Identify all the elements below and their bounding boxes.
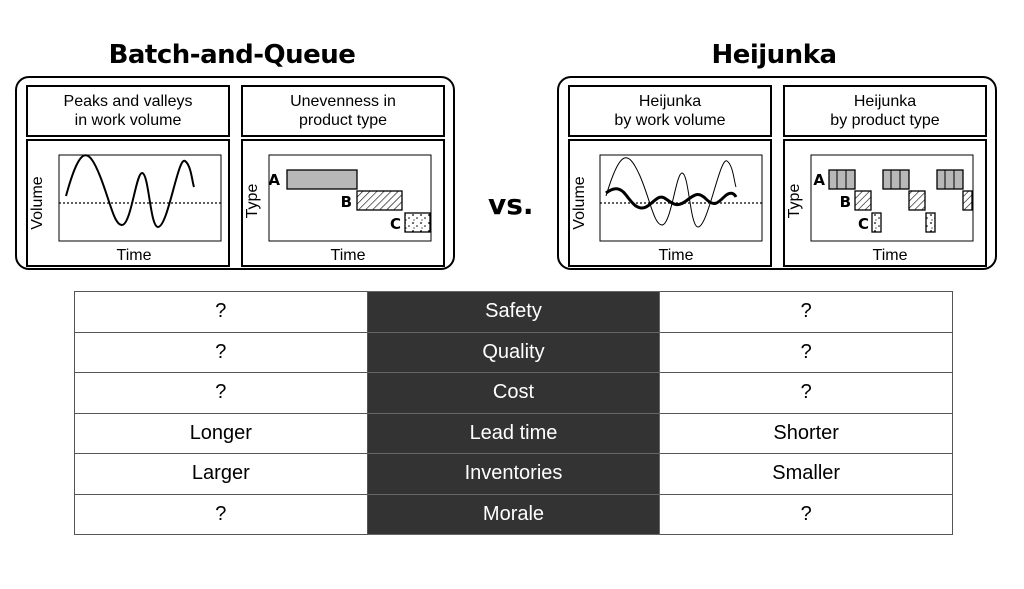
left-value: ? — [74, 493, 368, 535]
heijunka-title: Heijunka — [711, 40, 837, 70]
hj-volume-ylabel: Volume — [571, 176, 588, 229]
bq-volume-ylabel: Volume — [29, 176, 46, 229]
batch-and-queue-title: Batch-and-Queue — [108, 40, 356, 70]
bq-label-a: A — [268, 171, 280, 189]
right-value: ? — [659, 291, 953, 333]
hj-volume-xlabel: Time — [659, 247, 694, 264]
hj-bars-a — [828, 169, 964, 190]
table-row: Larger Inventories Smaller — [74, 453, 953, 495]
hj-volume-plot: Volume Time — [568, 139, 772, 267]
table-row: ? Morale ? — [74, 493, 953, 535]
bq-type-header: Unevenness in product type — [241, 85, 445, 137]
hj-type-xlabel: Time — [873, 247, 908, 264]
bq-volume-plot: Volume Time — [26, 139, 230, 267]
right-value: Smaller — [659, 453, 953, 495]
comparison-table: ? Safety ? ? Quality ? ? Cost ? Longer L… — [74, 291, 953, 535]
right-value: ? — [659, 493, 953, 535]
metric-label: Inventories — [366, 453, 661, 495]
hj-label-b: B — [840, 193, 851, 211]
left-value: ? — [74, 291, 368, 333]
hj-label-a: A — [813, 171, 825, 189]
metric-label: Cost — [366, 372, 661, 414]
left-value: Larger — [74, 453, 368, 495]
bq-volume-xlabel: Time — [117, 247, 152, 264]
metric-label: Lead time — [366, 412, 661, 454]
hj-type-header: Heijunka by product type — [783, 85, 987, 137]
bq-bar-a — [286, 169, 358, 190]
bq-bar-b — [356, 190, 403, 211]
vs-label: vs. — [488, 188, 534, 221]
bq-volume-header: Peaks and valleys in work volume — [26, 85, 230, 137]
table-row: ? Safety ? — [74, 291, 953, 333]
hj-bars-c — [871, 212, 936, 233]
right-value: Shorter — [659, 412, 953, 454]
metric-label: Safety — [366, 291, 661, 333]
left-value: ? — [74, 331, 368, 373]
table-row: Longer Lead time Shorter — [74, 412, 953, 454]
metric-label: Morale — [366, 493, 661, 535]
metric-label: Quality — [366, 331, 661, 373]
hj-volume-header: Heijunka by work volume — [568, 85, 772, 137]
bq-label-c: C — [390, 215, 401, 233]
hj-type-plot: A B C Type Time — [783, 139, 987, 267]
table-row: ? Quality ? — [74, 331, 953, 373]
heijunka-panel — [557, 76, 997, 270]
hj-label-c: C — [858, 215, 869, 233]
bq-bar-c — [404, 212, 431, 233]
left-value: ? — [74, 372, 368, 414]
hj-bars-b — [854, 190, 973, 211]
bq-type-xlabel: Time — [331, 247, 366, 264]
bq-label-b: B — [341, 193, 352, 211]
right-value: ? — [659, 331, 953, 373]
right-value: ? — [659, 372, 953, 414]
bq-type-plot: A B C Type Time — [241, 139, 445, 267]
left-value: Longer — [74, 412, 368, 454]
bq-type-ylabel: Type — [244, 184, 261, 219]
hj-type-ylabel: Type — [786, 184, 803, 219]
table-row: ? Cost ? — [74, 372, 953, 414]
batch-and-queue-panel — [15, 76, 455, 270]
